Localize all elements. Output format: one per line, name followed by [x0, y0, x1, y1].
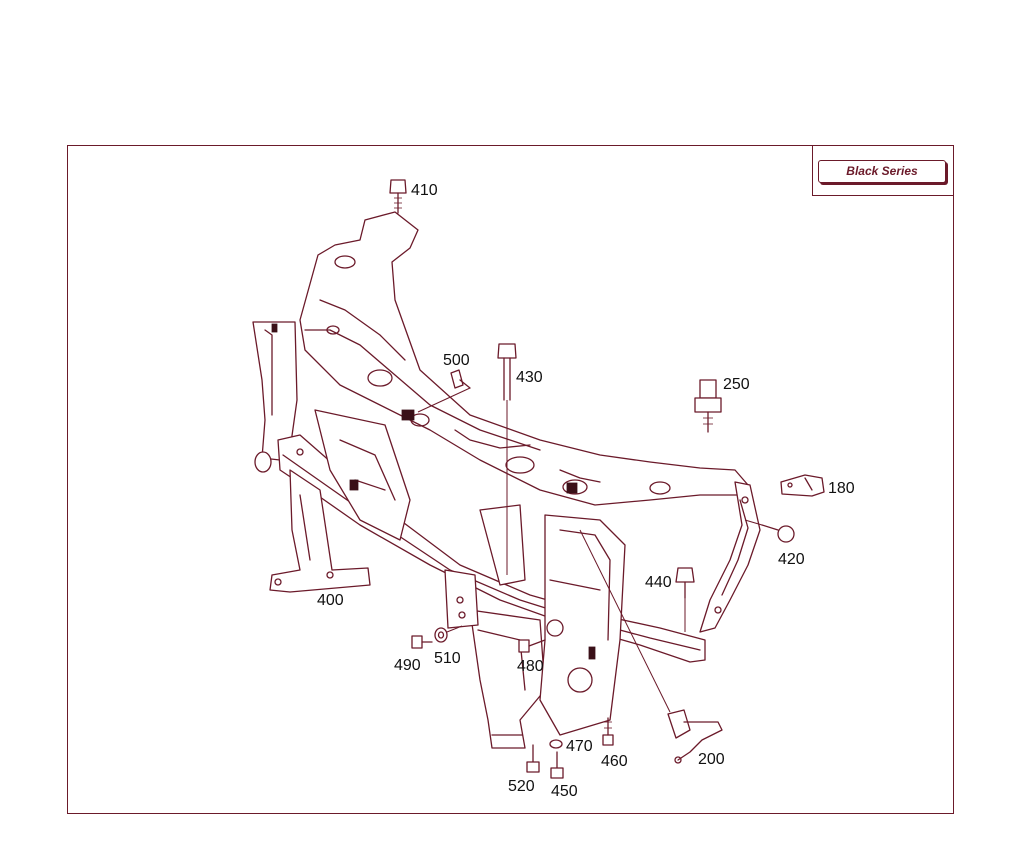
bolt-520 — [526, 744, 540, 773]
bolt-410 — [389, 179, 407, 214]
label-200: 200 — [698, 751, 725, 768]
bolt-450 — [550, 751, 564, 779]
screw-500 — [417, 369, 471, 413]
inner-shroud — [539, 514, 626, 736]
clip-180 — [780, 474, 825, 497]
label-440: 440 — [645, 574, 672, 591]
washer-510 — [434, 625, 463, 643]
label-410: 410 — [411, 182, 438, 199]
bolt-430 — [497, 343, 517, 575]
label-400: 400 — [317, 592, 344, 609]
upper-crossmember — [299, 211, 749, 506]
label-490: 490 — [394, 657, 421, 674]
left-inner-mechanism — [314, 409, 411, 541]
label-510: 510 — [434, 650, 461, 667]
left-lower-leg — [269, 469, 371, 593]
label-500: 500 — [443, 352, 470, 369]
washer-470 — [549, 739, 563, 749]
diagram-frame — [67, 145, 954, 814]
bracket-200 — [579, 529, 723, 764]
label-430: 430 — [516, 369, 543, 386]
bolt-420 — [744, 519, 795, 543]
label-470: 470 — [566, 738, 593, 755]
badge-box — [812, 145, 954, 196]
screw-490 — [411, 635, 433, 649]
label-180: 180 — [828, 480, 855, 497]
label-450: 450 — [551, 783, 578, 800]
screw-480 — [518, 639, 546, 653]
label-480: 480 — [517, 658, 544, 675]
left-side-post — [252, 321, 298, 473]
bolt-460 — [602, 717, 614, 746]
label-420: 420 — [778, 551, 805, 568]
label-520: 520 — [508, 778, 535, 795]
bolt-440 — [675, 567, 695, 632]
stud-250 — [694, 379, 722, 433]
right-side-bracket — [699, 481, 761, 633]
label-250: 250 — [723, 376, 750, 393]
series-badge-text: Black Series — [846, 164, 918, 178]
callout-labels: 410 500 430 250 180 420 440 400 490 510 … — [317, 182, 855, 800]
label-460: 460 — [601, 753, 628, 770]
series-badge: Black Series — [818, 160, 946, 183]
